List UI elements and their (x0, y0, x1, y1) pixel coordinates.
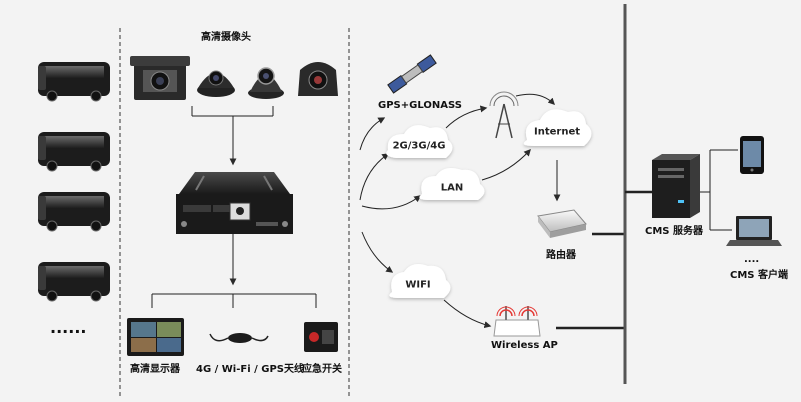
internet-cloud (523, 109, 592, 146)
dvr-to-gps-arrow (359, 117, 386, 151)
tower-to-internet-arrow (515, 93, 555, 105)
lan-label: LAN (440, 182, 464, 194)
bus-ellipsis: ...... (50, 318, 87, 337)
server-icon (652, 154, 700, 218)
cell-tower-icon (489, 91, 519, 139)
dvr-to-cellular-arrow (359, 153, 390, 201)
cellular-label: 2G/3G/4G (392, 140, 446, 152)
mobile-dvr-icon (176, 172, 293, 234)
lan-to-internet-arrow (481, 148, 531, 181)
dome-camera-icon (197, 70, 235, 97)
antenna-label: 4G / Wi-Fi / GPS天线 (196, 364, 305, 375)
emergency-switch-label: 应急开关 (302, 364, 342, 375)
router-label: 路由器 (546, 250, 576, 261)
box-camera-icon (130, 56, 190, 100)
cellular-to-tower-arrow (445, 105, 488, 129)
hd-display-label: 高清显示器 (130, 364, 180, 375)
wireless-ap-label: Wireless AP (491, 340, 558, 351)
router-icon (537, 209, 587, 238)
cms-server-label: CMS 服务器 (645, 226, 703, 237)
wifi-to-ap-arrow (443, 299, 492, 329)
wireless-ap-icon (493, 306, 541, 337)
internet-label: Internet (533, 126, 581, 138)
wifi-label: WIFI (405, 279, 431, 291)
wifi-cloud (389, 264, 451, 298)
cellular-cloud (386, 125, 453, 158)
laptop-icon (726, 216, 782, 246)
bus-icon (38, 192, 110, 232)
bus-icon (38, 132, 110, 172)
phone-icon (740, 136, 764, 174)
dvr-to-wifi-arrow (361, 231, 394, 273)
bus-icon (38, 62, 110, 102)
lan-cloud (419, 168, 485, 200)
cms-client-dots: .... (744, 254, 760, 265)
mini-dome-camera-icon (248, 67, 284, 99)
cms-client-label: CMS 客户端 (730, 270, 788, 281)
dvr-to-lan-arrow (361, 195, 422, 210)
antenna-icon (209, 333, 269, 343)
satellite-icon (387, 54, 437, 94)
monitor-icon (127, 318, 184, 356)
hd-camera-label: 高清摄像头 (201, 32, 251, 43)
emergency-switch-icon (304, 322, 338, 352)
bus-icon (38, 262, 110, 302)
gps-label: GPS+GLONASS (378, 100, 462, 111)
side-camera-icon (298, 62, 338, 96)
